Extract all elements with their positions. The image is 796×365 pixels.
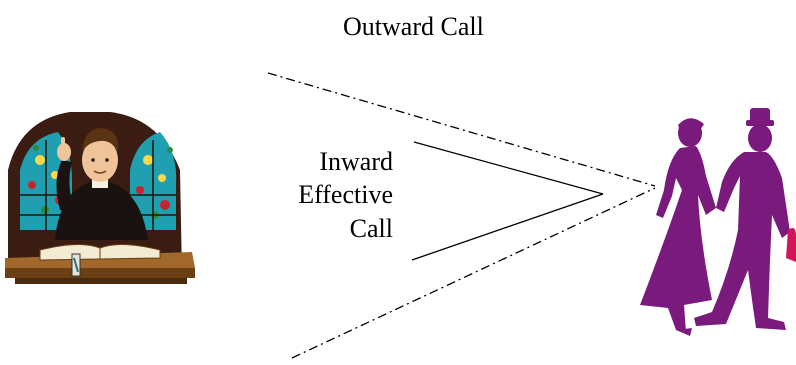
inward-label-line-2: Effective xyxy=(298,180,393,210)
outward-call-label: Outward Call xyxy=(343,12,484,41)
inward-label-line-3: Call xyxy=(349,213,393,243)
walking-couple-silhouette-image xyxy=(640,108,796,336)
inward-call-lines xyxy=(411,141,604,261)
inward-label-line-1: Inward xyxy=(319,147,393,176)
preacher-pulpit-image xyxy=(5,112,195,284)
inward-call-lower-line xyxy=(411,193,604,261)
inward-call-upper-line xyxy=(413,141,604,195)
inward-effective-call-label: Inward Effective Call xyxy=(272,145,393,245)
